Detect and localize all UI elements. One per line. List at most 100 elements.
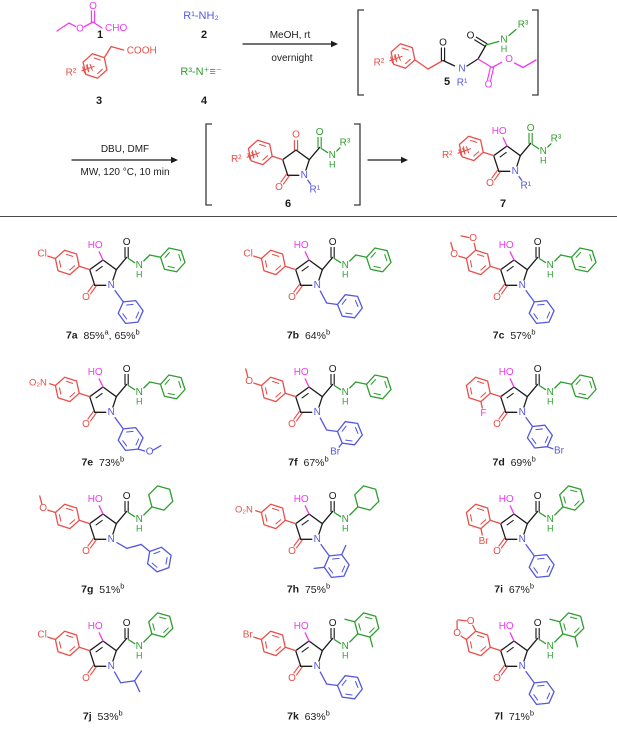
svg-text:Cl: Cl (37, 249, 46, 260)
svg-text:O: O (316, 127, 324, 138)
svg-text:HO: HO (499, 494, 514, 505)
svg-text:HO: HO (293, 240, 308, 251)
svg-text:R¹: R¹ (457, 78, 468, 89)
svg-text:HO: HO (88, 367, 103, 378)
svg-text:N: N (108, 661, 115, 672)
svg-text:N: N (519, 407, 526, 418)
svg-text:R³: R³ (551, 133, 562, 144)
svg-text:O: O (288, 292, 296, 303)
product-yield: 67%b (303, 454, 329, 469)
svg-text:HO: HO (88, 240, 103, 251)
product-yield: 51%b (99, 581, 125, 596)
svg-text:N: N (136, 641, 143, 652)
compound-3-number: 3 (95, 95, 103, 107)
svg-text:O₂N: O₂N (235, 504, 253, 515)
svg-text:H: H (342, 270, 349, 280)
svg-text:Br: Br (330, 447, 341, 455)
svg-text:O: O (486, 178, 494, 189)
svg-text:R¹: R¹ (310, 184, 321, 195)
svg-text:N: N (341, 514, 348, 525)
svg-text:H: H (342, 524, 349, 534)
svg-text:R²: R² (442, 150, 453, 161)
svg-text:N: N (313, 534, 320, 545)
svg-text:HO: HO (293, 367, 308, 378)
svg-text:N: N (329, 150, 336, 161)
svg-text:O: O (245, 376, 253, 387)
svg-text:CHO: CHO (105, 23, 127, 34)
svg-text:HO: HO (88, 621, 103, 632)
svg-text:O: O (493, 546, 501, 557)
product-yield: 64%b (304, 327, 331, 342)
product-yield: 67%b (508, 581, 535, 596)
product-yield: 73%b (99, 454, 125, 469)
svg-text:Br: Br (479, 536, 490, 547)
svg-text:O: O (467, 616, 475, 627)
svg-text:N: N (519, 280, 526, 291)
product-label-7c: 7c 57%b (411, 327, 617, 342)
svg-text:O: O (493, 673, 501, 684)
product-id: 7i (494, 583, 503, 596)
step1-conditions-line2: overnight (271, 53, 313, 64)
product-yield: 85%a, 65%b (83, 327, 140, 342)
svg-text:O: O (82, 546, 90, 557)
svg-text:O: O (123, 618, 131, 629)
svg-text:N: N (519, 534, 526, 545)
svg-text:R²: R² (374, 57, 385, 68)
svg-text:N: N (108, 280, 115, 291)
svg-text:H: H (136, 397, 143, 407)
svg-text:O: O (470, 233, 478, 244)
product-label-7h: 7h 75%b (206, 581, 412, 596)
product-id: 7h (286, 583, 300, 596)
svg-text:O: O (123, 237, 131, 248)
svg-text:H: H (342, 651, 349, 661)
svg-text:O₂N: O₂N (29, 377, 47, 388)
product-label-7j: 7j 53%b (0, 708, 206, 723)
svg-text:R¹: R¹ (521, 180, 532, 191)
svg-text:H: H (329, 160, 336, 170)
svg-text:N: N (547, 641, 554, 652)
product-id: 7b (286, 329, 300, 342)
compound-5-number: 5 (443, 76, 451, 88)
product-label-7f: 7f 67%b (206, 454, 412, 469)
step2-conditions-line1: DBU, DMF (100, 144, 150, 155)
svg-text:O: O (454, 628, 462, 639)
svg-text:HO: HO (499, 621, 514, 632)
svg-text:HO: HO (499, 240, 514, 251)
svg-text:N: N (313, 661, 320, 672)
svg-text:R²: R² (66, 67, 77, 78)
product-label-7g: 7g 51%b (0, 581, 206, 596)
svg-text:H: H (342, 397, 349, 407)
svg-text:Cl: Cl (243, 249, 252, 260)
svg-text:O: O (288, 673, 296, 684)
svg-text:O: O (288, 546, 296, 557)
svg-text:O: O (123, 491, 131, 502)
product-id: 7a (65, 329, 78, 342)
svg-text:O: O (493, 292, 501, 303)
product-yield: 69%b (510, 454, 536, 469)
svg-text:N: N (341, 641, 348, 652)
svg-text:H: H (547, 270, 554, 280)
product-label-7d: 7d 69%b (411, 454, 617, 469)
amine-formula: R¹-NH₂ (183, 10, 219, 22)
svg-text:F: F (481, 408, 487, 419)
compound-2-number: 2 (200, 29, 208, 41)
svg-text:N: N (341, 260, 348, 271)
svg-text:N: N (136, 387, 143, 398)
svg-text:O: O (534, 364, 542, 375)
compound-7-number: 7 (499, 198, 507, 210)
svg-text:O: O (534, 618, 542, 629)
svg-text:O: O (146, 447, 154, 455)
